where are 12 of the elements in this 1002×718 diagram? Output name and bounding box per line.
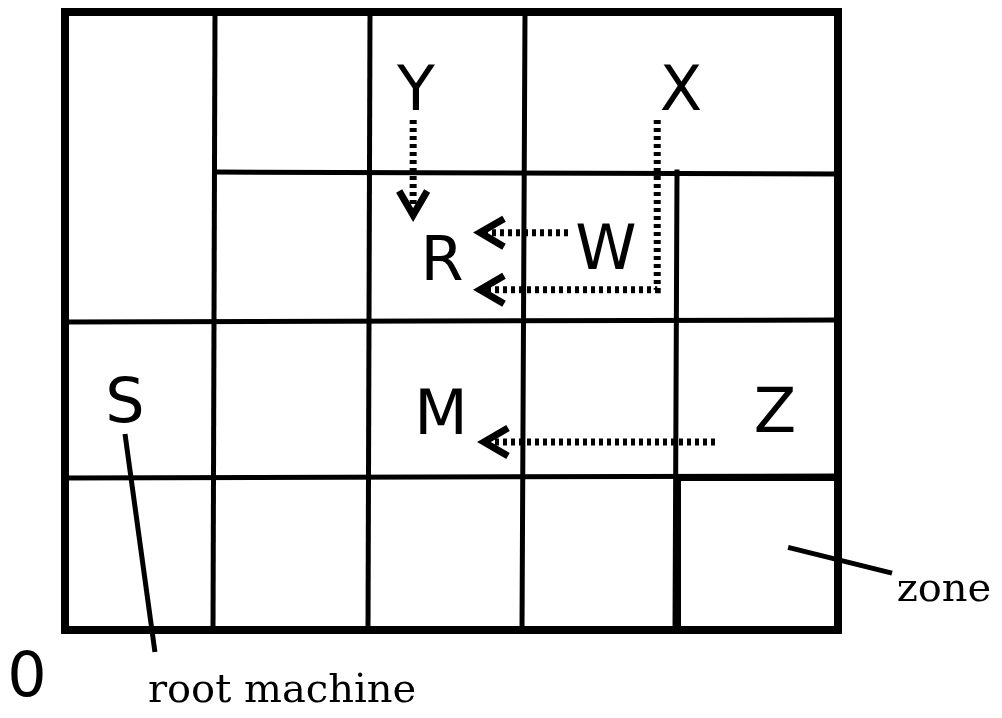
text-label: S (96, 368, 154, 434)
text-label: X (652, 58, 710, 120)
text-label: Y (388, 58, 444, 120)
text-label: zone (892, 566, 996, 608)
text-label: root machine (130, 652, 434, 718)
text-label: Z (715, 378, 835, 444)
leader-line (787, 544, 893, 576)
text-label: R (404, 215, 480, 303)
text-label: M (398, 378, 484, 448)
leader-line (122, 433, 158, 653)
axis-origin-label: 0 (6, 640, 48, 710)
text-label: W (568, 215, 644, 281)
